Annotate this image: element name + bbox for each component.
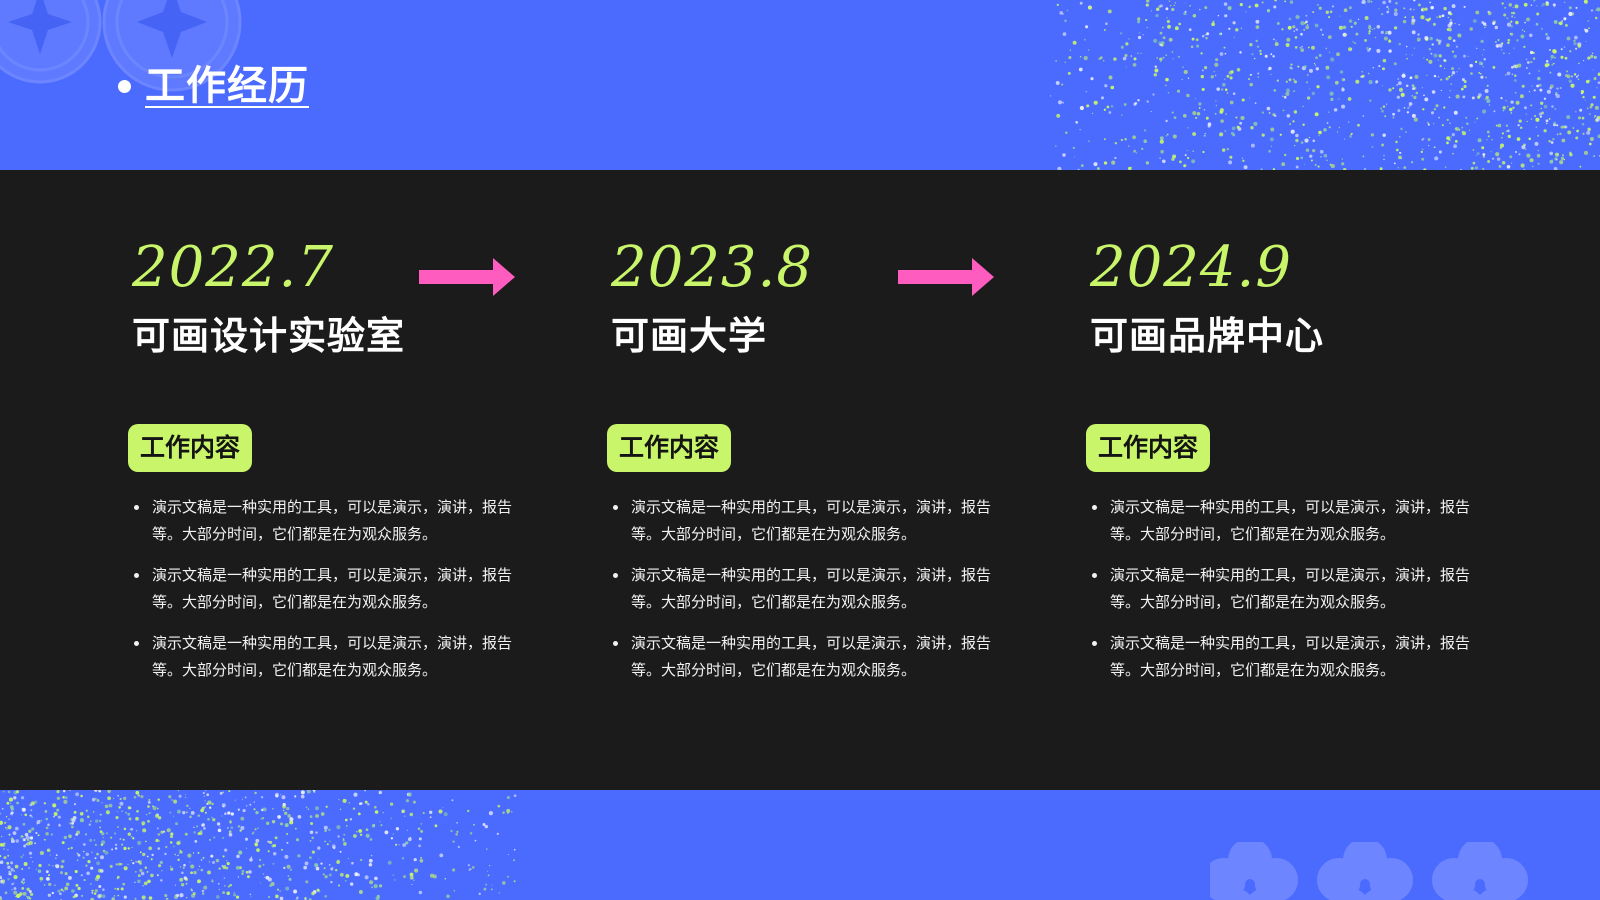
page-title: 工作经历 [145, 62, 309, 109]
timeline-column: 2024.9 可画品牌中心 工作内容 演示文稿是一种实用的工具，可以是演示，演讲… [1086, 235, 1490, 698]
bullet-dot [118, 79, 131, 93]
list-item: 演示文稿是一种实用的工具，可以是演示，演讲，报告等。大部分时间，它们都是在为观众… [1090, 562, 1482, 616]
list-item: 演示文稿是一种实用的工具，可以是演示，演讲，报告等。大部分时间，它们都是在为观众… [1090, 494, 1482, 548]
work-content-badge: 工作内容 [1086, 424, 1211, 472]
list-item: 演示文稿是一种实用的工具，可以是演示，演讲，报告等。大部分时间，它们都是在为观众… [132, 630, 524, 684]
star-circle-icon [0, 0, 242, 92]
timeline-date: 2024.9 [1090, 235, 1292, 300]
list-item: 演示文稿是一种实用的工具，可以是演示，演讲，报告等。大部分时间，它们都是在为观众… [132, 494, 524, 548]
organization-name: 可画设计实验室 [132, 313, 406, 358]
timeline-band [0, 170, 1600, 790]
organization-name: 可画品牌中心 [1090, 313, 1325, 358]
timeline-date: 2022.7 [132, 235, 334, 300]
list-item: 演示文稿是一种实用的工具，可以是演示，演讲，报告等。大部分时间，它们都是在为观众… [611, 630, 1003, 684]
work-content-badge: 工作内容 [128, 424, 253, 472]
list-item: 演示文稿是一种实用的工具，可以是演示，演讲，报告等。大部分时间，它们都是在为观众… [611, 494, 1003, 548]
work-content-badge: 工作内容 [607, 424, 732, 472]
arrow-right-icon [419, 258, 515, 296]
list-item: 演示文稿是一种实用的工具，可以是演示，演讲，报告等。大部分时间，它们都是在为观众… [611, 562, 1003, 616]
speckle-texture [0, 790, 517, 900]
flower-icon [1210, 842, 1528, 900]
organization-name: 可画大学 [611, 313, 768, 358]
work-content-list: 演示文稿是一种实用的工具，可以是演示，演讲，报告等。大部分时间，它们都是在为观众… [611, 494, 1011, 684]
list-item: 演示文稿是一种实用的工具，可以是演示，演讲，报告等。大部分时间，它们都是在为观众… [1090, 630, 1482, 684]
work-content-list: 演示文稿是一种实用的工具，可以是演示，演讲，报告等。大部分时间，它们都是在为观众… [132, 494, 532, 684]
timeline-column: 2022.7 可画设计实验室 工作内容 演示文稿是一种实用的工具，可以是演示，演… [128, 235, 532, 698]
section-header: 工作经历 [118, 58, 309, 114]
timeline-date: 2023.8 [611, 235, 813, 300]
timeline-column: 2023.8 可画大学 工作内容 演示文稿是一种实用的工具，可以是演示，演讲，报… [607, 235, 1011, 698]
speckle-texture [1050, 0, 1600, 170]
arrow-right-icon [898, 258, 994, 296]
work-content-list: 演示文稿是一种实用的工具，可以是演示，演讲，报告等。大部分时间，它们都是在为观众… [1090, 494, 1490, 684]
list-item: 演示文稿是一种实用的工具，可以是演示，演讲，报告等。大部分时间，它们都是在为观众… [132, 562, 524, 616]
